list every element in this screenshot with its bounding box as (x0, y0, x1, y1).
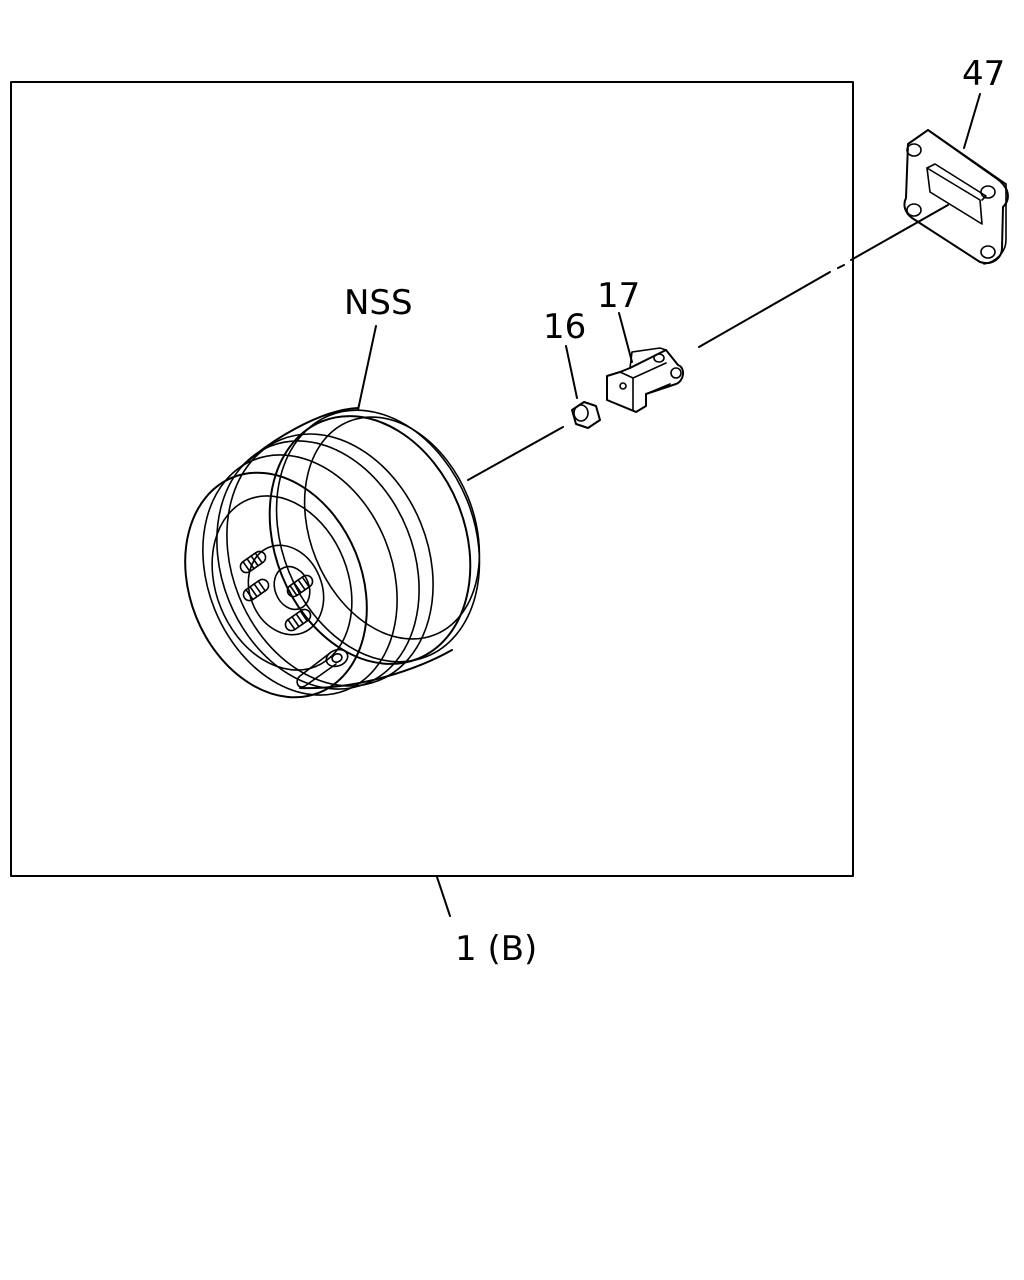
brake-booster (184, 407, 481, 699)
clevis-17 (606, 347, 684, 413)
part-47-leader (963, 93, 981, 149)
vacuum-fitting (296, 648, 349, 688)
axis-line-clevis-gasket (698, 271, 831, 348)
part-47-label: 47 (962, 54, 1005, 94)
part-16-leader (565, 345, 578, 399)
assembly-label: 1 (B) (455, 929, 537, 969)
gasket-47 (903, 129, 1009, 265)
axis-line-gasket (850, 204, 949, 261)
nss-label: NSS (344, 283, 413, 323)
axis-line-dash (837, 264, 845, 269)
assembly-frame (10, 81, 854, 877)
assembly-leader (436, 876, 451, 917)
booster-studs (239, 550, 314, 632)
part-16-label: 16 (543, 307, 586, 347)
part-17-leader (618, 312, 633, 363)
nss-leader (357, 325, 377, 411)
axis-line-booster-nut (467, 426, 564, 481)
nut-16 (571, 401, 601, 429)
part-17-label: 17 (597, 276, 640, 316)
